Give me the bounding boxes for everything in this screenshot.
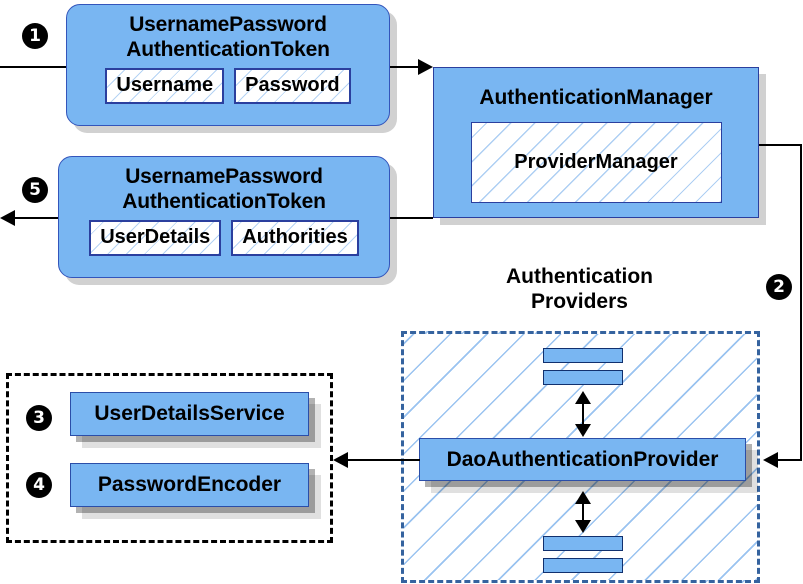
arrow-updown-icon-bottom-down (575, 520, 591, 533)
arrow-updown-icon-top-down (575, 424, 591, 437)
authentication-manager-box: AuthenticationManager ProviderManager (433, 67, 759, 218)
connector-manager-to-response (390, 217, 433, 219)
step-marker-2: 2 (766, 274, 792, 300)
provider-manager-box: ProviderManager (470, 122, 722, 203)
step-marker-1: 1 (22, 23, 48, 49)
support-services-region (6, 373, 333, 543)
authentication-providers-title: Authentication Providers (506, 265, 653, 313)
field-authorities: Authorities (231, 220, 359, 256)
connector-into-provider (778, 459, 802, 461)
provider-bar-bottom-2 (543, 558, 623, 573)
arrow-updown-icon-bottom-up (575, 491, 591, 504)
step-marker-3: 3 (26, 405, 52, 431)
connector-manager-right (759, 144, 802, 146)
field-user-details: UserDetails (89, 220, 222, 256)
arrow-updown-icon-top-up (575, 391, 591, 404)
provider-bar-top-2 (543, 370, 623, 385)
arrow-right-icon-to-manager (418, 59, 433, 75)
username-password-authentication-token-response: UsernamePassword AuthenticationToken Use… (58, 156, 390, 278)
provider-bar-top-1 (543, 348, 623, 363)
authentication-manager-title: AuthenticationManager (479, 86, 713, 109)
provider-bar-bottom-1 (543, 536, 623, 551)
arrow-left-icon-response (0, 210, 15, 226)
username-password-authentication-token-request: UsernamePassword AuthenticationToken Use… (66, 4, 390, 126)
password-encoder-box: PasswordEncoder (70, 463, 309, 507)
request-token-title: UsernamePassword AuthenticationToken (126, 13, 330, 61)
connector-request-in (0, 66, 70, 68)
response-token-title: UsernamePassword AuthenticationToken (122, 165, 326, 213)
arrow-left-icon-to-provider (763, 452, 778, 468)
request-token-fields: Username Password (105, 68, 351, 104)
response-token-fields: UserDetails Authorities (89, 220, 359, 256)
arrow-left-icon-to-support (333, 452, 348, 468)
step-marker-5: 5 (22, 177, 48, 203)
arrow-updown-shaft-top (582, 398, 584, 425)
arrow-updown-shaft-bottom (582, 498, 584, 521)
dao-authentication-provider-box: DaoAuthenticationProvider (419, 438, 746, 481)
user-details-service-box: UserDetailsService (70, 392, 309, 436)
step-marker-4: 4 (26, 472, 52, 498)
connector-provider-to-support (348, 459, 420, 461)
connector-right-vertical (800, 144, 802, 460)
connector-token-to-manager (390, 66, 420, 68)
field-password: Password (234, 68, 351, 104)
connector-response-out (15, 217, 70, 219)
field-username: Username (105, 68, 225, 104)
